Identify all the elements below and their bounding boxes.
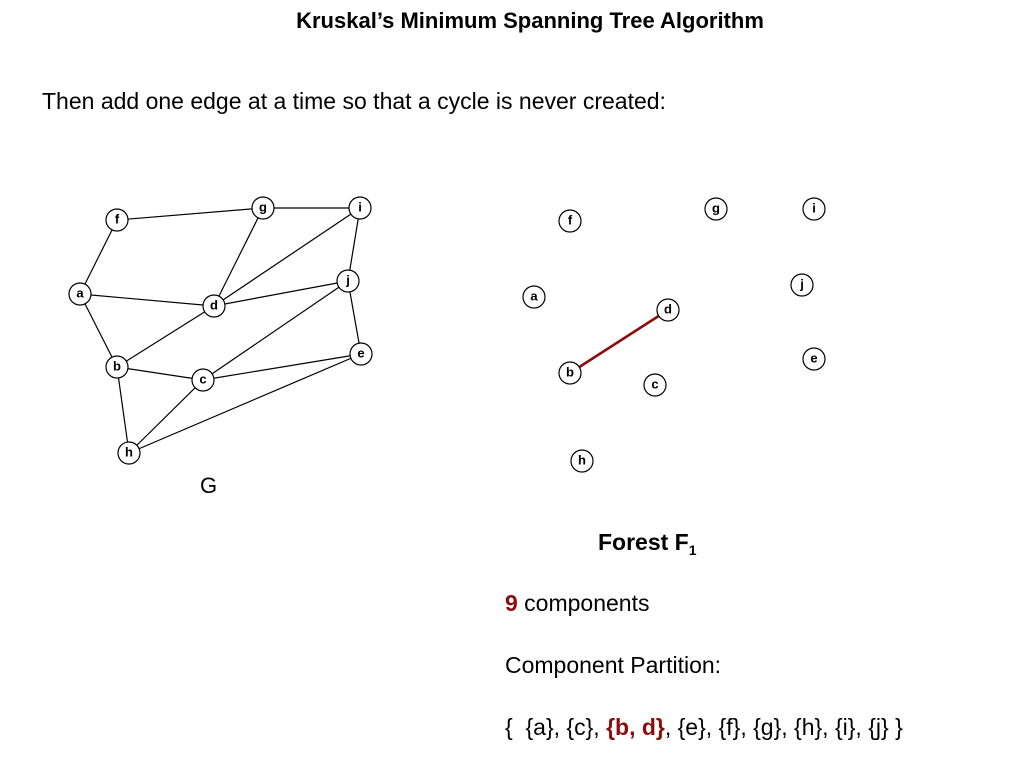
graph-node-e-circle [349, 342, 373, 366]
graph-edge-g-d [213, 207, 264, 307]
forest-node-d-label: d [664, 302, 672, 317]
graph-node-h-circle [117, 441, 141, 465]
graph-g-nodes: f g i a d j b c e h [68, 196, 373, 465]
component-partition: { {a}, {c}, {b, d}, {e}, {f}, {g}, {h}, … [505, 714, 903, 741]
partition-label: Component Partition: [505, 652, 722, 678]
graph-label: G [200, 473, 218, 498]
forest-edge-b-d [569, 308, 669, 375]
forest-label-subscript: 1 [688, 542, 697, 558]
graph-edge-b-c [116, 366, 204, 381]
forest-label: Forest F1 [598, 529, 697, 558]
partition-open: { [505, 714, 526, 740]
slide-subtitle: Then add one edge at a time so that a cy… [42, 88, 666, 114]
forest-node-e-label: e [810, 351, 817, 366]
graph-edge-f-a [79, 219, 118, 295]
graph-node-d-circle [202, 294, 226, 318]
graph-edge-c-e [202, 353, 362, 381]
graph-node-h-label: h [125, 445, 133, 460]
forest-node-e: e [802, 347, 826, 371]
forest-node-h-circle [570, 449, 594, 473]
graph-node-e-label: e [357, 346, 364, 361]
partition-before: {a}, {c}, [525, 714, 607, 740]
graph-node-f-circle [105, 208, 129, 232]
graph-node-g: g [251, 196, 275, 220]
graph-node-g-label: g [259, 200, 267, 215]
graph-node-i-label: i [358, 200, 362, 215]
forest-node-i-label: i [812, 201, 816, 216]
forest-node-b: b [558, 361, 582, 385]
graph-node-b: b [105, 355, 129, 379]
graph-node-f-label: f [115, 212, 120, 227]
forest-node-g-label: g [712, 201, 720, 216]
graph-edge-h-e [128, 353, 362, 454]
forest-node-a-label: a [530, 289, 538, 304]
components-count: 9 components [505, 590, 650, 617]
graph-node-j: j [336, 269, 360, 293]
components-text: components [517, 590, 650, 616]
graph-node-g-circle [251, 196, 275, 220]
components-number: 9 [505, 590, 518, 616]
forest-label-text: Forest F [598, 529, 689, 555]
graph-node-a: a [68, 282, 92, 306]
forest-node-h: h [570, 449, 594, 473]
forest-node-c-circle [643, 373, 667, 397]
forest-node-f-circle [558, 209, 582, 233]
graph-node-c: c [191, 368, 215, 392]
graph-node-j-circle [336, 269, 360, 293]
graph-node-c-label: c [199, 372, 206, 387]
graph-node-d: d [202, 294, 226, 318]
graph-node-i-circle [348, 196, 372, 220]
graph-edge-j-e [347, 280, 362, 355]
forest-node-f: f [558, 209, 582, 233]
forest-node-a-circle [522, 285, 546, 309]
slide-title: Kruskal’s Minimum Spanning Tree Algorith… [296, 8, 764, 33]
graph-edge-i-d [213, 207, 361, 307]
forest-node-i: i [802, 197, 826, 221]
forest-node-g: g [704, 197, 728, 221]
forest-edges [569, 308, 669, 375]
graph-edge-i-j [347, 207, 361, 282]
graph-edge-c-j [202, 280, 349, 381]
graph-edge-c-h [128, 379, 204, 454]
graph-edge-f-g [116, 207, 264, 221]
forest-nodes: f g i a d j b c e h [522, 197, 826, 473]
graph-edge-b-h [116, 366, 130, 454]
forest-node-c-label: c [651, 377, 658, 392]
forest-node-b-label: b [566, 365, 574, 380]
partition-after: , {e}, {f}, {g}, {h}, {i}, {j} } [664, 714, 903, 740]
partition-highlight: {b, d} [606, 714, 665, 740]
forest-node-j-circle [790, 273, 814, 297]
graph-node-d-label: d [210, 298, 218, 313]
forest-node-i-circle [802, 197, 826, 221]
forest-node-f-label: f [568, 213, 573, 228]
graph-edge-d-j [213, 280, 349, 307]
graph-node-h: h [117, 441, 141, 465]
graph-node-f: f [105, 208, 129, 232]
forest-node-d-circle [656, 298, 680, 322]
graph-node-b-circle [105, 355, 129, 379]
forest-node-j-label: j [799, 277, 804, 292]
forest-node-a: a [522, 285, 546, 309]
graph-edge-d-b [116, 305, 215, 368]
forest-node-j: j [790, 273, 814, 297]
forest-node-g-circle [704, 197, 728, 221]
forest-node-c: c [643, 373, 667, 397]
graph-g-edges [79, 207, 362, 454]
graph-node-i: i [348, 196, 372, 220]
forest-node-h-label: h [578, 453, 586, 468]
forest-node-b-circle [558, 361, 582, 385]
graph-edge-a-b [79, 293, 118, 368]
graph-node-b-label: b [113, 359, 121, 374]
graph-node-a-circle [68, 282, 92, 306]
graph-node-j-label: j [345, 273, 350, 288]
graph-node-c-circle [191, 368, 215, 392]
graph-edge-a-d [79, 293, 215, 307]
forest-node-e-circle [802, 347, 826, 371]
graph-node-e: e [349, 342, 373, 366]
forest-node-d: d [656, 298, 680, 322]
graph-node-a-label: a [76, 286, 84, 301]
